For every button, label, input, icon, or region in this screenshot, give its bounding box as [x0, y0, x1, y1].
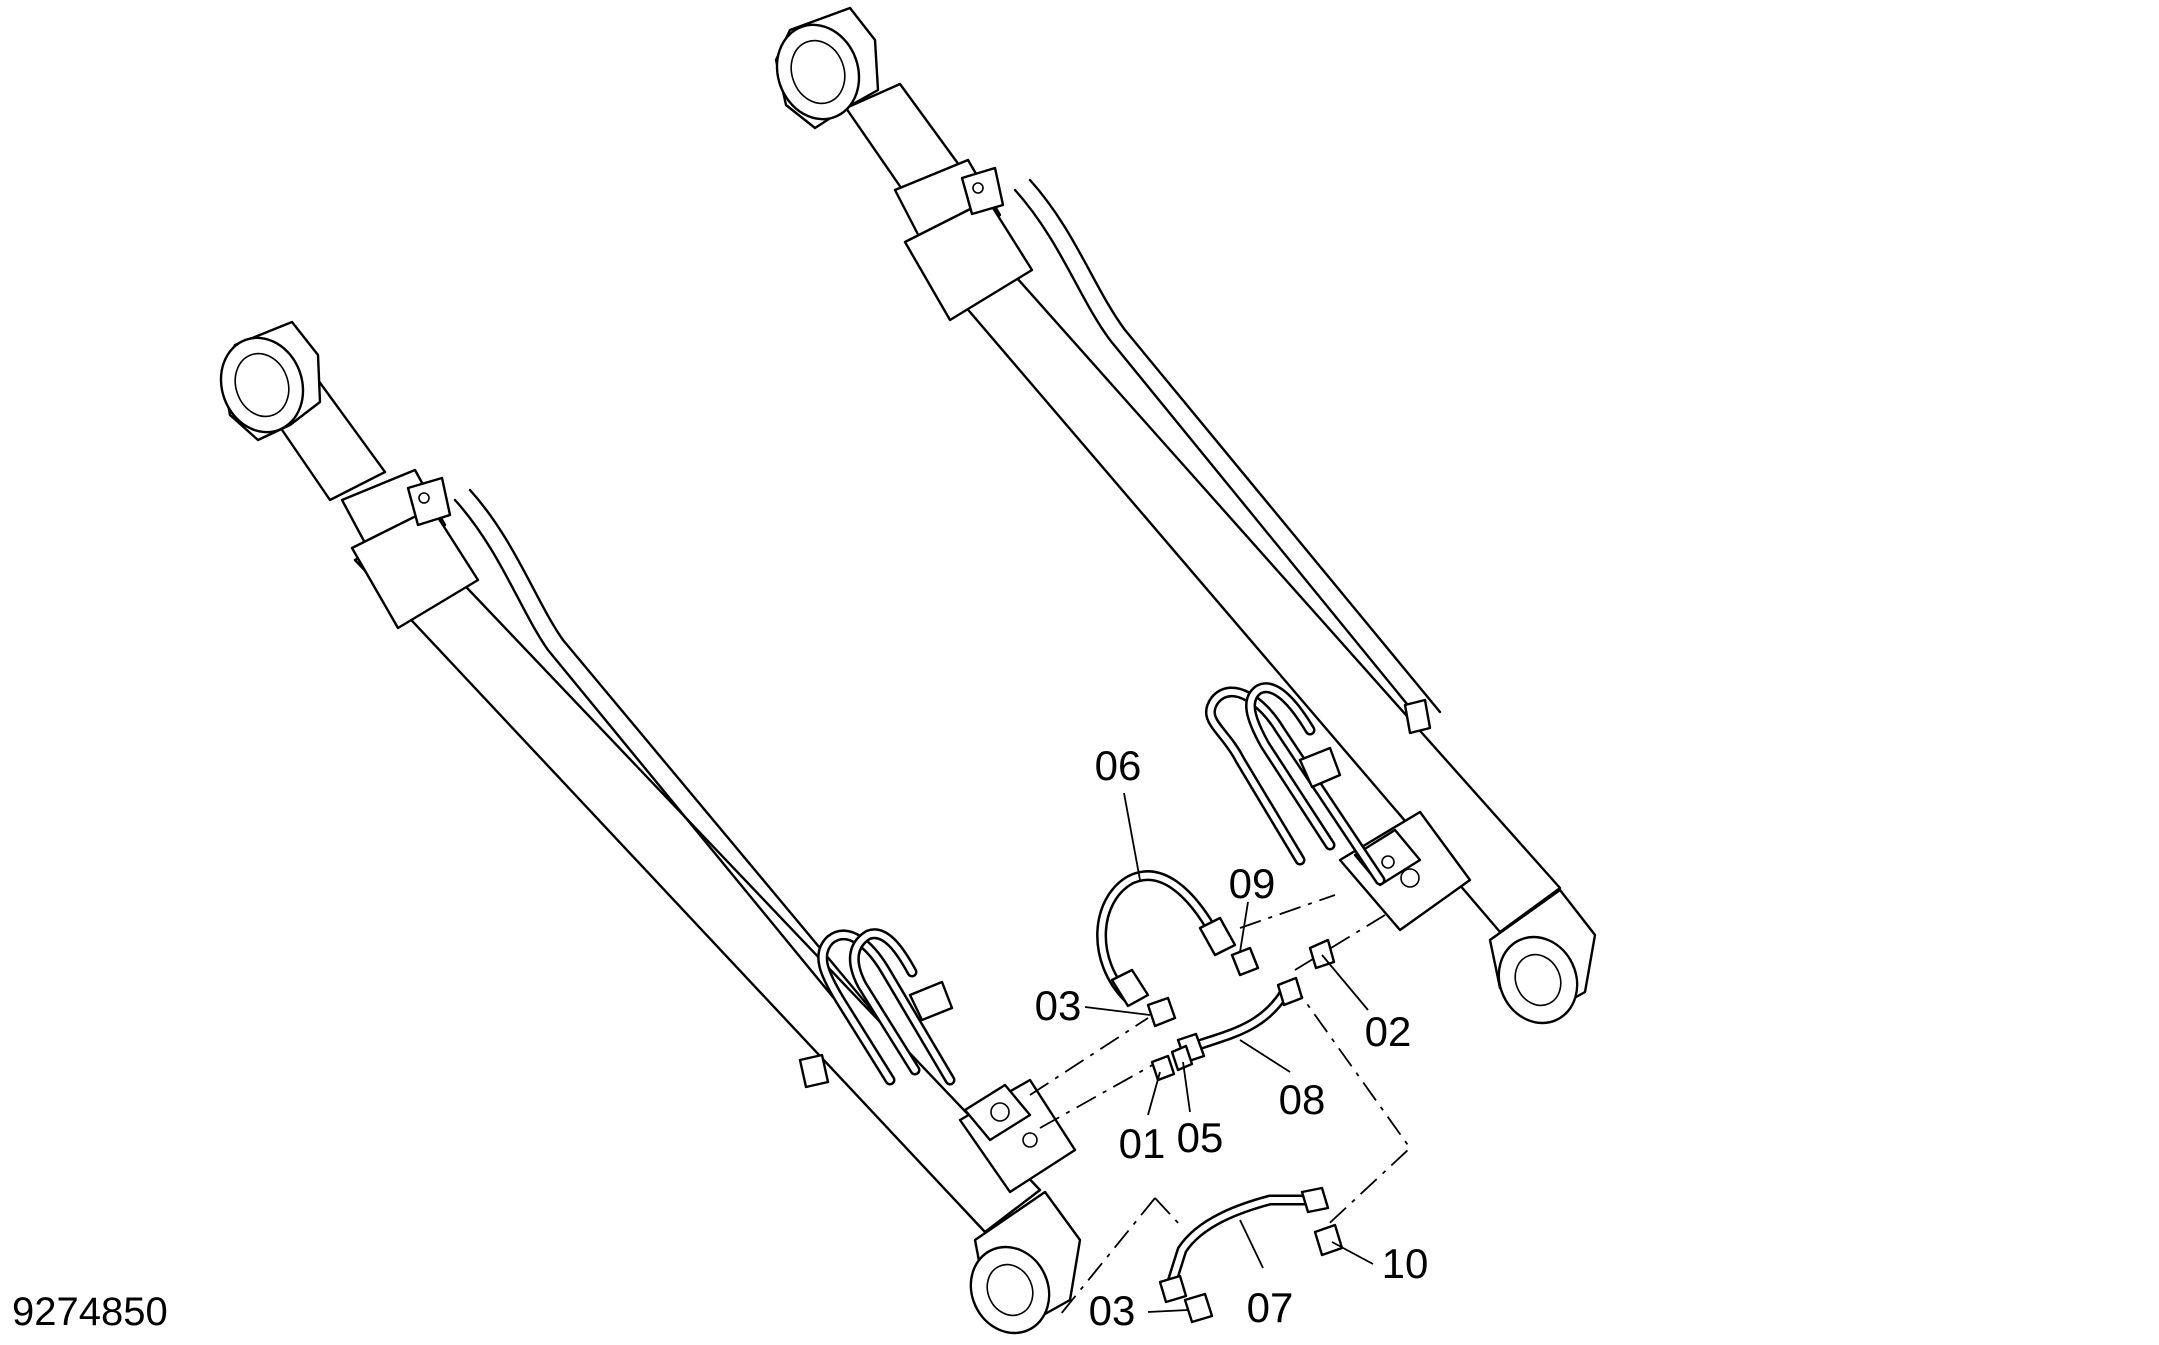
- hose-08: [1184, 986, 1291, 1054]
- elbow-03-lower: [1183, 1292, 1214, 1324]
- adapter-05: [1170, 1044, 1194, 1072]
- figure-number: 9274850: [12, 1290, 168, 1334]
- assembly-lines: [1029, 894, 1412, 1316]
- callout-01: 01: [1119, 1120, 1166, 1167]
- tee-10: [1313, 1223, 1344, 1257]
- callout-03-lower: 03: [1089, 1287, 1136, 1334]
- callout-10: 10: [1382, 1240, 1429, 1287]
- callout-07: 07: [1247, 1284, 1294, 1331]
- cylinder-left: [219, 320, 1082, 1335]
- callout-08: 08: [1279, 1076, 1326, 1123]
- adapter-01: [1150, 1054, 1176, 1082]
- cylinder-left-clamp: [406, 476, 452, 527]
- hose-07: [1164, 1194, 1316, 1294]
- callout-06: 06: [1095, 742, 1142, 789]
- cylinder-right: [774, 6, 1597, 1025]
- cylinder-left-barrel: [353, 526, 1042, 1234]
- callout-02: 02: [1365, 1008, 1412, 1055]
- callout-09: 09: [1229, 860, 1276, 907]
- tee-09: [1230, 946, 1260, 977]
- elbow-03-upper: [1146, 996, 1177, 1028]
- callout-03-upper: 03: [1035, 982, 1082, 1029]
- callout-labels: 06 09 03 02 08 01 05 10 03 07: [1035, 742, 1429, 1334]
- leader-lines: [1084, 792, 1374, 1313]
- cylinder-right-barrel: [956, 266, 1562, 934]
- loose-parts: [1096, 870, 1344, 1324]
- callout-05: 05: [1177, 1114, 1224, 1161]
